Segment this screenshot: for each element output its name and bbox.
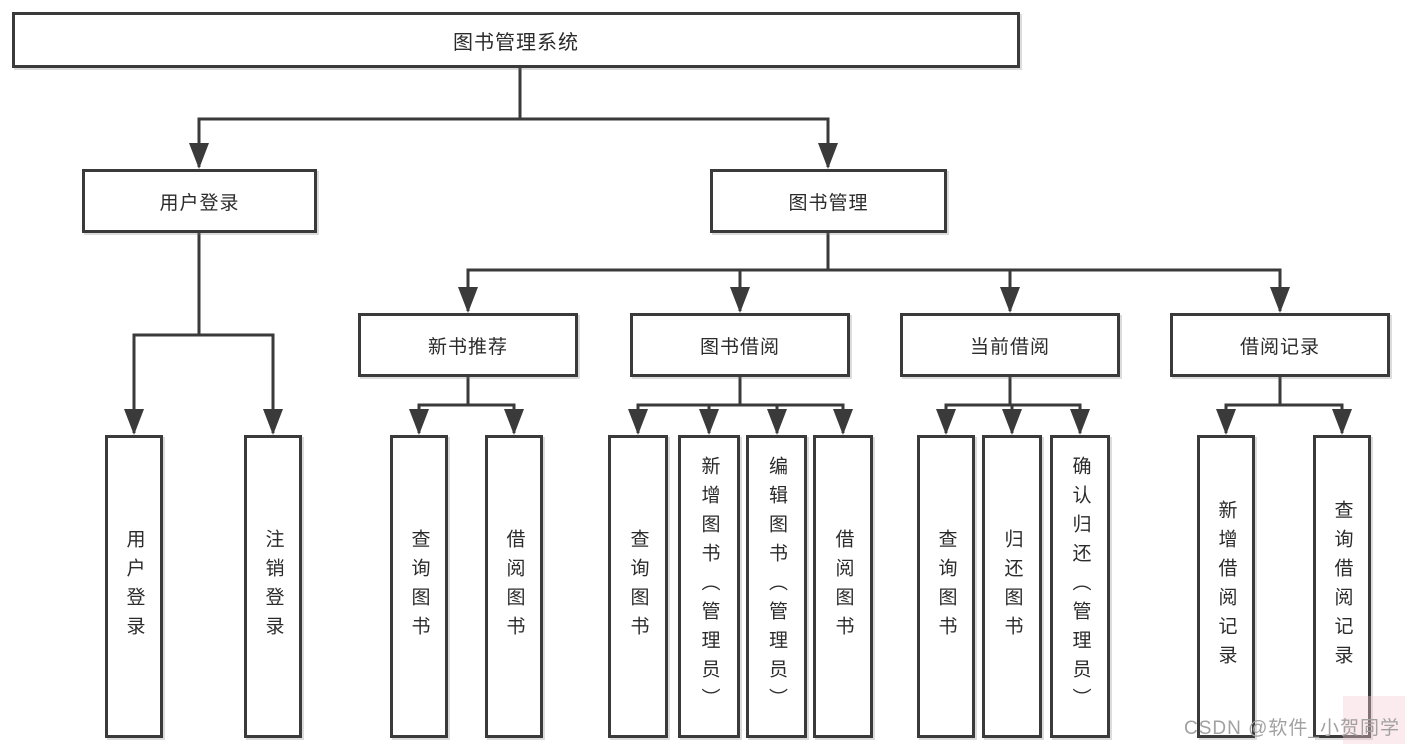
leaf-query-books-3: 查询图书 (917, 435, 975, 738)
leaf-add-borrow-record: 新增借阅记录 (1197, 435, 1255, 738)
node-current-borrowing: 当前借阅 (900, 313, 1120, 377)
leaf-query-books-1: 查询图书 (390, 435, 448, 738)
node-root-label: 图书管理系统 (453, 31, 579, 54)
leaf-add-borrow-record-label: 新增借阅记录 (1215, 499, 1237, 674)
leaf-borrow-books-1-label: 借阅图书 (503, 528, 525, 645)
watermark-tint (1343, 696, 1405, 744)
leaf-borrow-books-1: 借阅图书 (485, 435, 543, 738)
node-borrowing-records: 借阅记录 (1170, 313, 1390, 377)
leaf-query-borrow-record-label: 查询借阅记录 (1331, 499, 1353, 674)
leaf-query-books-2-label: 查询图书 (627, 528, 649, 645)
leaf-confirm-return-admin-label: 确认归还（管理员） (1069, 456, 1091, 717)
node-new-book-recommend: 新书推荐 (358, 313, 578, 377)
node-book-borrowing: 图书借阅 (630, 313, 850, 377)
leaf-borrow-books-2: 借阅图书 (813, 435, 873, 738)
node-borrowing-records-label: 借阅记录 (1239, 336, 1320, 358)
leaf-borrow-books-2-label: 借阅图书 (832, 528, 854, 645)
leaf-logout: 注销登录 (244, 435, 302, 738)
leaf-add-books-admin: 新增图书（管理员） (678, 435, 740, 738)
leaf-user-login: 用户登录 (105, 435, 163, 738)
leaf-query-books-2: 查询图书 (608, 435, 668, 738)
leaf-add-books-admin-label: 新增图书（管理员） (698, 456, 720, 717)
node-book-management-label: 图书管理 (788, 192, 869, 214)
leaf-edit-books-admin: 编辑图书（管理员） (746, 435, 807, 738)
leaf-return-books-label: 归还图书 (1001, 528, 1023, 645)
node-current-borrowing-label: 当前借阅 (969, 336, 1050, 358)
node-new-book-recommend-label: 新书推荐 (427, 336, 508, 358)
node-user-login: 用户登录 (82, 169, 317, 233)
node-book-management: 图书管理 (710, 169, 947, 233)
node-book-borrowing-label: 图书借阅 (699, 336, 780, 358)
leaf-user-login-label: 用户登录 (123, 528, 145, 645)
leaf-return-books: 归还图书 (982, 435, 1042, 738)
csdn-watermark: CSDN @软件_小贺同学 (1184, 718, 1400, 739)
leaf-confirm-return-admin: 确认归还（管理员） (1050, 435, 1110, 738)
leaf-query-books-1-label: 查询图书 (408, 528, 430, 645)
leaf-logout-label: 注销登录 (262, 528, 284, 645)
leaf-query-books-3-label: 查询图书 (935, 528, 957, 645)
node-user-login-label: 用户登录 (159, 192, 240, 214)
leaf-edit-books-admin-label: 编辑图书（管理员） (766, 456, 787, 717)
node-root: 图书管理系统 (12, 12, 1020, 68)
leaf-query-borrow-record: 查询借阅记录 (1313, 435, 1371, 738)
